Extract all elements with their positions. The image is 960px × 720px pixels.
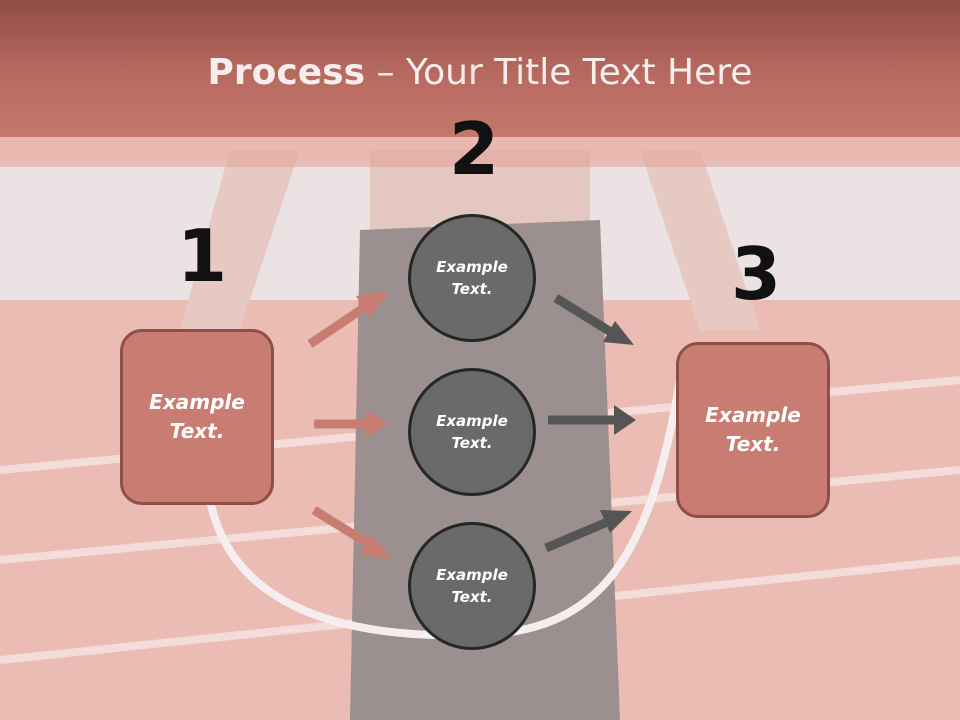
circle-top-label: Example Text.	[436, 257, 508, 299]
circle-middle: Example Text.	[408, 368, 536, 496]
step-number-3: 3	[731, 232, 782, 316]
circle-bottom: Example Text.	[408, 522, 536, 650]
left-box-label: Example Text.	[149, 390, 245, 443]
right-box-label: Example Text.	[705, 403, 801, 456]
arrow-top-to-right-icon	[553, 294, 634, 345]
arrow-left-to-middle-icon	[314, 410, 388, 438]
left-step-box: Example Text.	[120, 329, 274, 505]
arrow-left-to-top-icon	[307, 291, 389, 348]
arrow-middle-to-right-icon	[548, 405, 636, 435]
arrow-bottom-to-right-icon	[544, 510, 632, 553]
arrow-left-to-bottom-icon	[311, 506, 392, 559]
circle-middle-label: Example Text.	[436, 411, 508, 453]
right-step-box: Example Text.	[676, 342, 830, 518]
title-band	[0, 0, 960, 137]
title-rest: – Your Title Text Here	[365, 52, 753, 93]
circle-top: Example Text.	[408, 214, 536, 342]
slide-title: Process – Your Title Text Here	[0, 52, 960, 93]
title-sub-band	[0, 137, 960, 167]
circle-bottom-label: Example Text.	[436, 565, 508, 607]
title-bold: Process	[207, 52, 366, 93]
step-number-2: 2	[449, 107, 500, 191]
step-number-1: 1	[177, 214, 228, 298]
